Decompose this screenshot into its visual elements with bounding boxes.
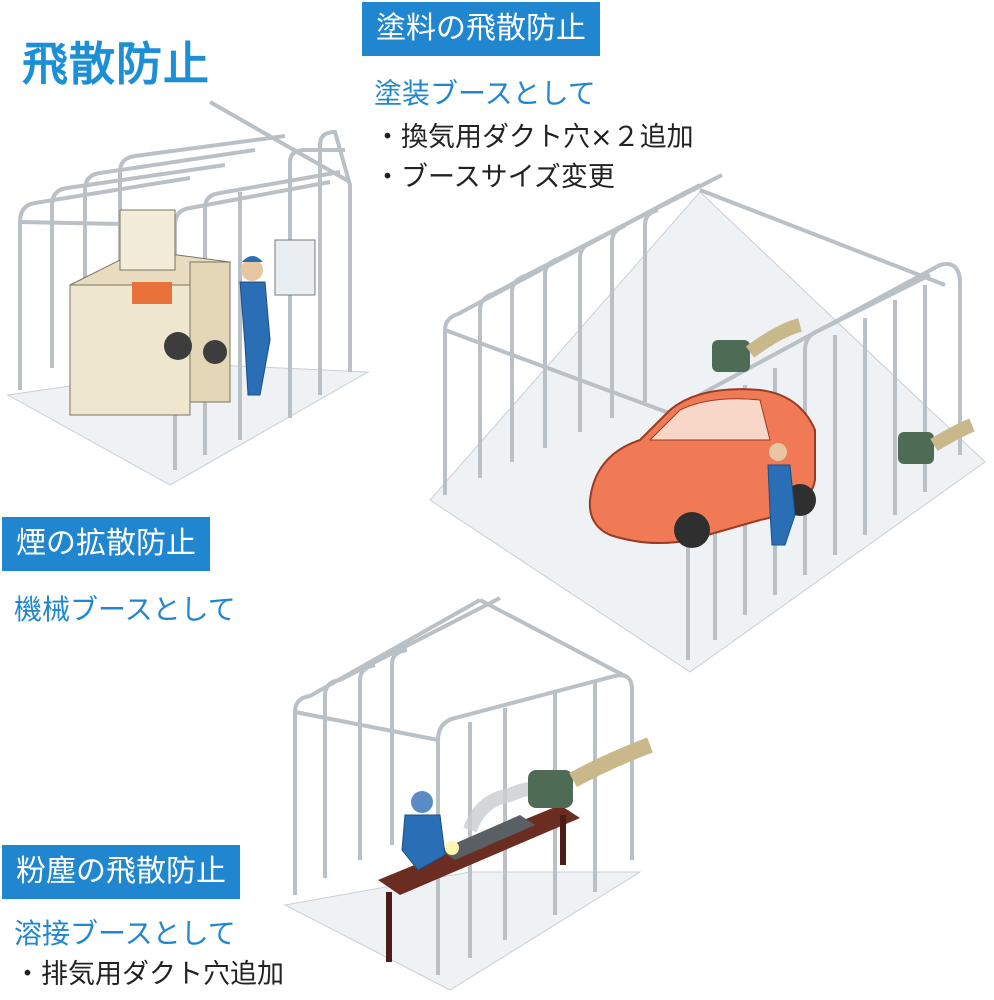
booth-welding-illustration	[283, 596, 653, 991]
paint-scatter-tag: 塗料の飛散防止	[362, 2, 600, 56]
booth-machine-illustration	[6, 100, 370, 486]
dust-scatter-tag: 粉塵の飛散防止	[2, 845, 240, 899]
dust-bullet-duct: ・排気用ダクト穴追加	[14, 959, 284, 990]
booth-car-paint-illustration	[429, 173, 986, 673]
machine-booth-subtitle: 機械ブースとして	[14, 593, 236, 626]
welding-booth-subtitle: 溶接ブースとして	[14, 917, 236, 950]
paint-bullet-size: ・ブースサイズ変更	[374, 162, 615, 193]
smoke-diffusion-tag: 煙の拡散防止	[2, 517, 210, 571]
page-title: 飛散防止	[22, 37, 210, 91]
paint-bullet-duct: ・換気用ダクト穴×２追加	[374, 122, 694, 153]
paint-booth-subtitle: 塗装ブースとして	[374, 77, 596, 110]
